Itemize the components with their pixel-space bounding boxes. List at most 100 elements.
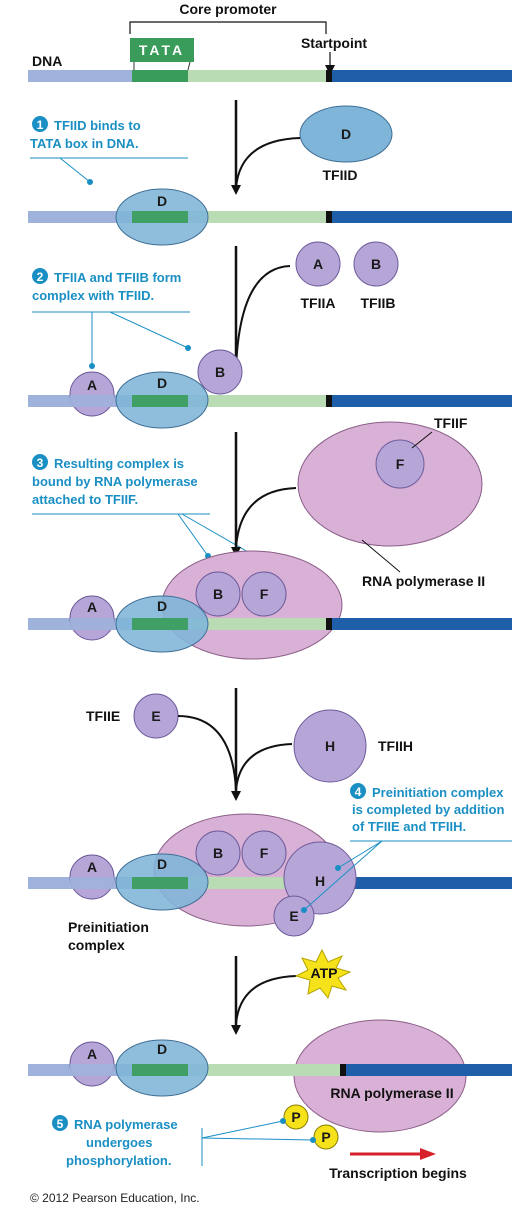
tfiib-bound-3: B [195, 571, 241, 617]
svg-text:D: D [157, 193, 167, 209]
step-3-line-1: Resulting complex is [54, 456, 184, 471]
dna-strand-1 [28, 211, 512, 223]
tfiib-label: TFIIB [361, 295, 396, 311]
tfiie-bound-4: E [273, 895, 315, 937]
tfiih-bound-4: H [283, 841, 357, 915]
step-2-number: 2 [37, 270, 44, 284]
step-4-pointer-h-dot [335, 865, 341, 871]
step-4-badge [350, 783, 366, 799]
step-2-badge [32, 268, 48, 284]
preinit-line-1: Preinitiation [68, 919, 149, 935]
step-5-line-3: phosphorylation. [66, 1153, 171, 1168]
tfiia-free: A [295, 241, 341, 287]
transcription-arrow-head [420, 1148, 436, 1160]
step-5-pointer-1-dot [280, 1118, 286, 1124]
svg-text:D: D [157, 375, 167, 391]
tfiie-free: E [133, 693, 179, 739]
step-4-curve-right [235, 743, 293, 791]
transcription-label: Transcription begins [329, 1165, 467, 1181]
svg-text:B: B [215, 364, 225, 380]
tfiia-bound-5: A [69, 1041, 115, 1087]
step-4-curve-left [177, 715, 237, 791]
tata-label: TATA [139, 42, 185, 58]
tata-box-label-bg [130, 38, 194, 62]
svg-text:A: A [313, 256, 323, 272]
step-5-badge [52, 1115, 68, 1131]
step-5-pointer-1 [201, 1120, 284, 1139]
svg-text:E: E [289, 908, 298, 924]
tfiif-bound-4: F [241, 830, 287, 876]
core-promoter-label: Core promoter [179, 1, 277, 17]
svg-text:F: F [396, 456, 405, 472]
step-5-line-2: undergoes [86, 1135, 152, 1150]
svg-text:P: P [321, 1129, 330, 1145]
rna-pol-pointer-1 [361, 539, 401, 573]
step-1-pointer [59, 157, 91, 183]
tfiia-bound-4: A [69, 854, 115, 900]
step-5-pointer-2 [201, 1137, 314, 1141]
svg-text:D: D [157, 598, 167, 614]
svg-text:A: A [87, 859, 97, 875]
step-1-number: 1 [37, 118, 44, 132]
svg-text:F: F [260, 845, 269, 861]
step-2-curve [235, 265, 291, 369]
core-promoter-bracket [129, 21, 327, 34]
step-2-pointer-b-dot [185, 345, 191, 351]
step-4-line-1: Preinitiation complex [372, 785, 504, 800]
step-3-pointer-a [177, 513, 209, 557]
svg-text:B: B [213, 586, 223, 602]
tfiid-label: TFIID [323, 167, 358, 183]
step-1-pointer-dot [87, 179, 93, 185]
dna-label: DNA [32, 53, 62, 69]
svg-text:D: D [157, 1041, 167, 1057]
svg-text:D: D [341, 126, 351, 142]
step-3-line-3: attached to TFIIF. [32, 492, 138, 507]
step-4-number: 4 [355, 785, 362, 799]
step-1-line-1: TFIID binds to [54, 118, 141, 133]
step-3-badge [32, 454, 48, 470]
step-5-line-1: RNA polymerase [74, 1117, 178, 1132]
svg-text:H: H [315, 873, 325, 889]
step-2-line-1: TFIIA and TFIIB form [54, 270, 181, 285]
svg-text:A: A [87, 1046, 97, 1062]
step-5-number: 5 [57, 1117, 64, 1131]
tfiib-free: B [353, 241, 399, 287]
tfiid-bound-5: D [115, 1039, 209, 1097]
svg-text:H: H [325, 738, 335, 754]
svg-text:P: P [291, 1109, 300, 1125]
tfiib-bound-2: B [197, 349, 243, 395]
rna-pol-label-2: RNA polymerase II [330, 1085, 453, 1101]
svg-text:B: B [371, 256, 381, 272]
step-4-line-2: is completed by addition [352, 802, 504, 817]
step-4-pointer-e [303, 840, 383, 911]
tfiif-pointer [411, 431, 433, 449]
tfiia-bound-3: A [69, 595, 115, 641]
tfiib-bound-4: B [195, 830, 241, 876]
step-1-curve [235, 137, 301, 189]
step-1-line-2: TATA box in DNA. [30, 136, 139, 151]
rna-pol-free: F [297, 421, 483, 547]
startpoint-label: Startpoint [301, 35, 367, 51]
step-1-badge [32, 116, 48, 132]
tfiif-bound-3: F [241, 571, 287, 617]
step-5-curve [235, 975, 297, 1025]
step-3-curve [235, 487, 297, 549]
copyright-text: © 2012 Pearson Education, Inc. [30, 1191, 200, 1205]
phosphate-2: P [313, 1124, 339, 1150]
step-4-line-3: of TFIIE and TFIIH. [352, 819, 466, 834]
tfiie-label: TFIIE [86, 708, 120, 724]
tfiid-bound-1: D [115, 188, 209, 246]
tfiid-bound-2: D [115, 371, 209, 429]
tfiia-bound-2: A [69, 371, 115, 417]
dna-under-pol-5 [296, 1064, 340, 1076]
tfiif-label: TFIIF [434, 415, 468, 431]
step-4-pointer-h [337, 840, 383, 869]
atp-burst [294, 948, 352, 1000]
tfiih-label: TFIIH [378, 738, 413, 754]
step-3-line-2: bound by RNA polymerase [32, 474, 198, 489]
step-3-number: 3 [37, 456, 44, 470]
preinit-line-2: complex [68, 937, 125, 953]
svg-text:A: A [87, 599, 97, 615]
